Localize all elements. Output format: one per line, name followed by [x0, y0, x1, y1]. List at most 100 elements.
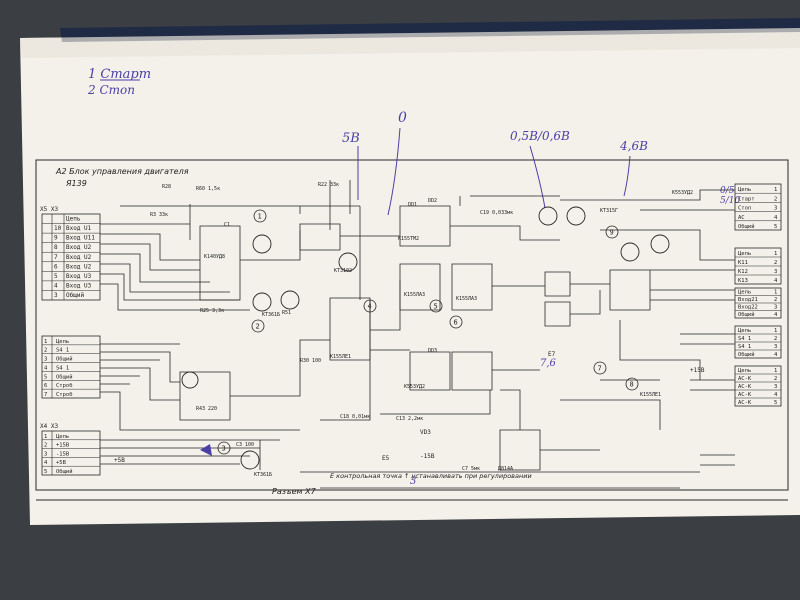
connector-right-bottom-label: AC-K	[738, 392, 752, 398]
component-u7: КТ361Б	[254, 472, 272, 478]
connector-right-bottom-label: Цепь	[738, 368, 751, 374]
connector-right-mid1-label: Цепь	[738, 251, 751, 257]
connector-x4-label: +15В	[56, 443, 70, 449]
connector-right-mid2-pin: 4	[774, 312, 778, 318]
block-subtitle: Я139	[65, 179, 87, 188]
connector-right-top-pin: 4	[774, 215, 778, 221]
voltage-46: 4,6В	[619, 139, 648, 153]
component-u5: К155ЛЕ1	[330, 354, 351, 360]
connector-right-mid2-label: Вход22	[738, 305, 758, 311]
component-u11: К553УД2	[672, 190, 693, 196]
connector-right-bottom-pin: 3	[774, 384, 777, 390]
marker-number: 7	[598, 365, 602, 373]
connector-x3-pin: 5	[44, 374, 47, 380]
connector-x3-label: Цепь	[56, 339, 69, 345]
connector-x3-label: Общий	[56, 373, 73, 380]
connector-x3-pin: 2	[44, 348, 47, 354]
connector-right-mid2-pin: 1	[774, 290, 777, 296]
voltage-05-06: 0,5В/0,6В	[510, 129, 570, 143]
schematic-frame	[35, 159, 789, 491]
connector-right-bottom-pin: 5	[774, 400, 777, 406]
label-e5: E5	[382, 455, 390, 462]
connector-x4-label: -15В	[56, 451, 70, 457]
component-r2: R28	[162, 184, 171, 190]
connector-right-mid2-pin: 3	[774, 305, 777, 311]
component-c2: C1	[224, 222, 230, 228]
label-vd3: VD3	[420, 429, 431, 436]
connector-x5-pin: 7	[54, 254, 58, 261]
connector-x4-pin: 3	[44, 451, 47, 457]
connector-x5-pin: 5	[54, 273, 58, 280]
connector-x4-pin: 4	[44, 460, 48, 466]
voltage-3: 3	[410, 476, 416, 487]
connector-x4-pin: 2	[44, 443, 47, 449]
connector-right-mid1-pin: 1	[774, 251, 777, 257]
connector-right-bottom-label: AC-K	[738, 384, 752, 390]
label-p5v: +5В	[114, 457, 125, 464]
note-start: 1 Старт	[88, 67, 151, 82]
component-u3: К155ЛА3	[404, 292, 425, 298]
connector-x5-pin: 10	[54, 225, 62, 232]
connector-right-mid3-pin: 4	[774, 352, 778, 358]
connector-right-mid1-pin: 2	[774, 260, 777, 266]
connector-right-bottom-pin: 2	[774, 376, 777, 382]
connector-x5-pin: 6	[54, 263, 58, 270]
connector-x3-label: Строб	[56, 391, 73, 398]
connector-right-mid3-pin: 3	[774, 344, 777, 350]
connector-x5-label: Вход U1	[66, 225, 92, 232]
connector-x3-label: S4 1	[56, 348, 69, 354]
marker-circle	[253, 209, 267, 223]
connector-x4-pin: 5	[44, 469, 47, 475]
component-c6: C13 2,2мк	[396, 416, 423, 422]
marker-number: 4	[368, 303, 372, 311]
connector-x3-label: Общий	[56, 356, 73, 363]
component-r6: R51	[282, 310, 291, 316]
connector-x5-pin: 4	[54, 282, 58, 289]
connector-right-top-pin: 5	[774, 224, 777, 230]
voltage-76: 7,6	[540, 358, 557, 369]
footer-note: E контрольная точка ↑ устанавливать при …	[330, 472, 532, 480]
marker-circle	[625, 377, 639, 391]
component-d3: DD3	[428, 348, 437, 354]
connector-x5-label: Вход U2	[66, 263, 92, 270]
connector-right-top-label: Общий	[738, 223, 755, 230]
component-r5: R25 3,3к	[200, 308, 224, 314]
connector-right-top-label: Стоп	[738, 206, 751, 212]
wiring	[100, 180, 735, 489]
connector-x4-label: +5В	[56, 460, 67, 466]
component-u6: К553УД2	[404, 384, 425, 390]
connector-x5-label: Вход U3	[66, 282, 92, 289]
connector-right-mid1-label: K11	[738, 260, 748, 266]
marker-circle	[251, 319, 265, 333]
component-r7: R30 100	[300, 358, 321, 364]
component-c5: C18 0,01мк	[340, 414, 370, 420]
marker-circle	[605, 225, 619, 239]
connector-x3-pin: 6	[44, 383, 47, 389]
transistors	[181, 206, 670, 470]
connector-right-bottom-pin: 4	[774, 392, 778, 398]
connector-right-mid2-label: Цепь	[738, 290, 751, 296]
connector-right-mid3-label: S4 1	[738, 336, 751, 342]
connector-right-bottom-label: AC-K	[738, 376, 752, 382]
connector-x5-pin: 8	[54, 244, 58, 251]
connector-right-mid2-pin: 2	[774, 297, 777, 303]
connector-right-mid1-label: K13	[738, 278, 748, 284]
marker-number: 1	[258, 213, 262, 221]
connector-right-bottom-pin: 1	[774, 368, 777, 374]
component-u9: Д814А	[498, 466, 513, 472]
component-r3: R60 1,5к	[196, 186, 220, 192]
connector-x5-label: Вход U2	[66, 244, 92, 251]
connector-x5-header: X5 X3	[40, 206, 58, 213]
connector-x5-label: Цепь	[66, 216, 81, 223]
marker-circle	[449, 315, 463, 329]
voltage-5v: 5В	[342, 131, 360, 146]
